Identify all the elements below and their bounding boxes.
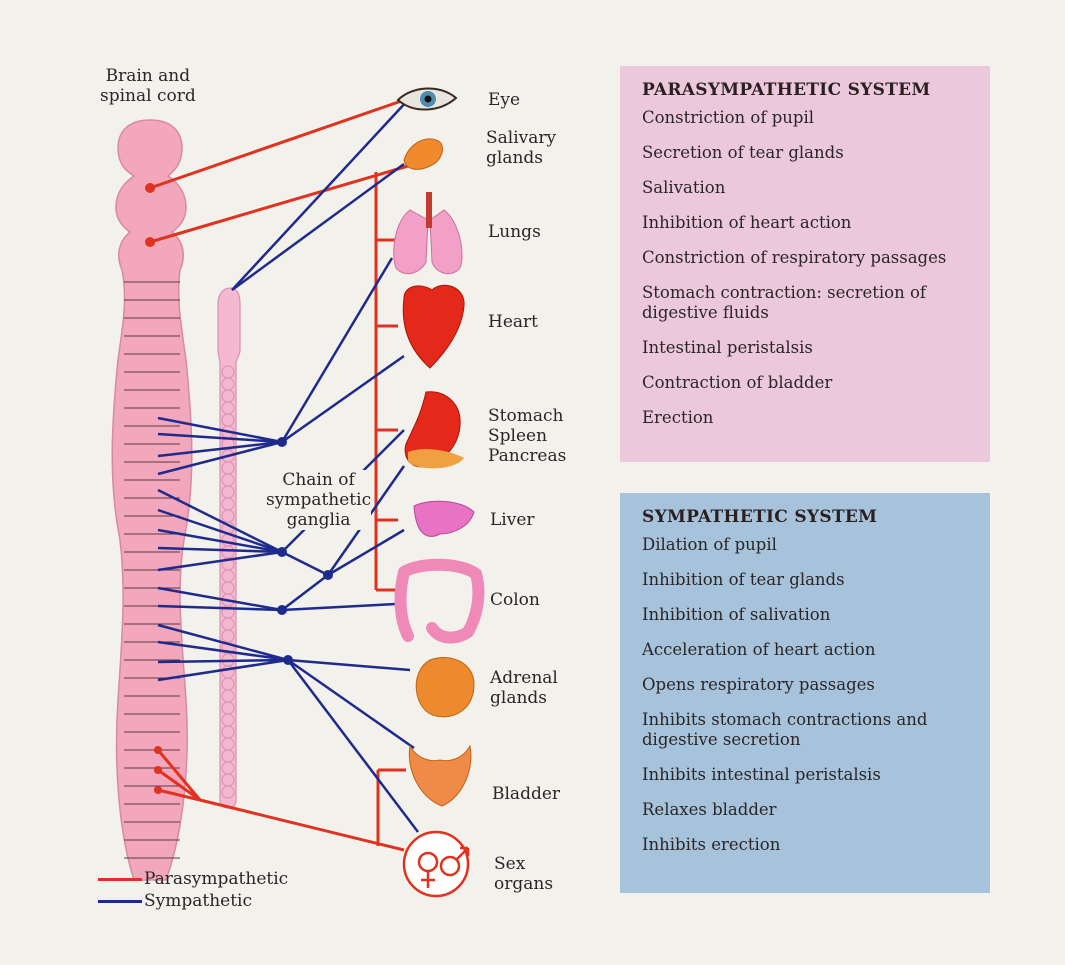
list-item: Opens respiratory passages <box>642 675 972 695</box>
parasympathetic-list: Constriction of pupil Secretion of tear … <box>642 108 972 428</box>
legend-label-sympathetic: Sympathetic <box>144 891 252 911</box>
brain-spinal-cord-label: Brain and spinal cord <box>100 66 196 106</box>
legend-item-sympathetic: Sympathetic <box>98 890 288 912</box>
organ-label-stomach: Stomach Spleen Pancreas <box>488 406 566 466</box>
organ-label-salivary: Salivary glands <box>486 128 556 168</box>
sympathetic-chain <box>218 288 240 808</box>
list-item: Inhibition of salivation <box>642 605 972 625</box>
sympathetic-title: SYMPATHETIC SYSTEM <box>642 507 972 527</box>
legend-swatch-red <box>98 878 142 881</box>
colon-icon <box>401 565 479 638</box>
list-item: Inhibits stomach contractions and digest… <box>642 710 972 750</box>
list-item: Intestinal peristalsis <box>642 338 972 358</box>
sex-organs-icon <box>404 832 468 896</box>
list-item: Relaxes bladder <box>642 800 972 820</box>
list-item: Inhibition of tear glands <box>642 570 972 590</box>
organ-label-eye: Eye <box>488 90 520 110</box>
parasympathetic-panel: PARASYMPATHETIC SYSTEM Constriction of p… <box>620 66 990 462</box>
list-item: Inhibition of heart action <box>642 213 972 233</box>
list-item: Acceleration of heart action <box>642 640 972 660</box>
list-item: Secretion of tear glands <box>642 143 972 163</box>
list-item: Inhibits intestinal peristalsis <box>642 765 972 785</box>
list-item: Stomach contraction: secretion of digest… <box>642 283 972 323</box>
chain-of-ganglia-label: Chain of sympathetic ganglia <box>266 470 371 530</box>
sympathetic-panel: SYMPATHETIC SYSTEM Dilation of pupil Inh… <box>620 493 990 893</box>
liver-icon <box>414 501 474 536</box>
list-item: Erection <box>642 408 972 428</box>
stomach-spleen-pancreas-icon <box>405 392 464 469</box>
legend-label-parasympathetic: Parasympathetic <box>144 869 288 889</box>
bladder-icon <box>409 746 471 806</box>
legend-item-parasympathetic: Parasympathetic <box>98 868 288 890</box>
organ-label-sex: Sex organs <box>494 854 553 894</box>
eye-icon <box>398 88 456 109</box>
legend-swatch-blue <box>98 900 142 903</box>
organ-label-colon: Colon <box>490 590 540 610</box>
legend: Parasympathetic Sympathetic <box>98 868 288 912</box>
list-item: Inhibits erection <box>642 835 972 855</box>
heart-icon <box>403 285 464 368</box>
list-item: Constriction of pupil <box>642 108 972 128</box>
organ-label-bladder: Bladder <box>492 784 560 804</box>
list-item: Dilation of pupil <box>642 535 972 555</box>
sympathetic-pathways <box>158 100 418 832</box>
list-item: Contraction of bladder <box>642 373 972 393</box>
list-item: Constriction of respiratory passages <box>642 248 972 268</box>
organ-label-lungs: Lungs <box>488 222 541 242</box>
organ-label-adrenal: Adrenal glands <box>490 668 558 708</box>
lungs-icon <box>394 192 462 274</box>
organ-label-heart: Heart <box>488 312 538 332</box>
organ-label-liver: Liver <box>490 510 535 530</box>
adrenal-glands-icon <box>416 657 474 716</box>
parasympathetic-title: PARASYMPATHETIC SYSTEM <box>642 80 972 100</box>
list-item: Salivation <box>642 178 972 198</box>
sympathetic-list: Dilation of pupil Inhibition of tear gla… <box>642 535 972 855</box>
salivary-glands-icon <box>404 139 442 169</box>
